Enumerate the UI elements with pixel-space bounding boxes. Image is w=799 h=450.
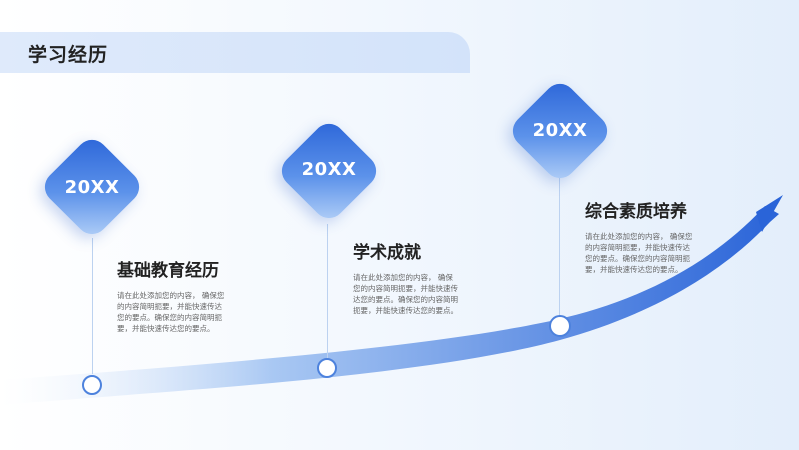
milestone-heading: 综合素质培养	[585, 202, 687, 222]
milestone-heading: 基础教育经历	[117, 261, 219, 281]
timeline-node[interactable]	[549, 315, 571, 337]
milestone-description: 请在此处添加您的内容， 确保您 的内容简明扼要，并能快速传达 您的要点。确保您的…	[117, 291, 225, 333]
page-title: 学习经历	[28, 44, 109, 66]
milestone-year: 20XX	[532, 120, 588, 141]
timeline-node[interactable]	[317, 358, 337, 378]
milestone-description: 请在此处添加您的内容， 确保您 的内容简明扼要，并能快速传达 您的要点。确保您的…	[585, 232, 693, 274]
timeline-connector	[92, 238, 93, 374]
milestone-year: 20XX	[301, 159, 357, 180]
timeline-connector	[327, 224, 328, 359]
timeline-connector	[559, 178, 560, 316]
milestone-year: 20XX	[64, 177, 120, 198]
milestone-description: 请在此处添加您的内容， 确保 您的内容简明扼要，并能快速传 达您的要点。确保您的…	[353, 273, 458, 315]
milestone-heading: 学术成就	[353, 243, 421, 263]
title-bar	[0, 32, 470, 73]
timeline-node[interactable]	[82, 375, 102, 395]
